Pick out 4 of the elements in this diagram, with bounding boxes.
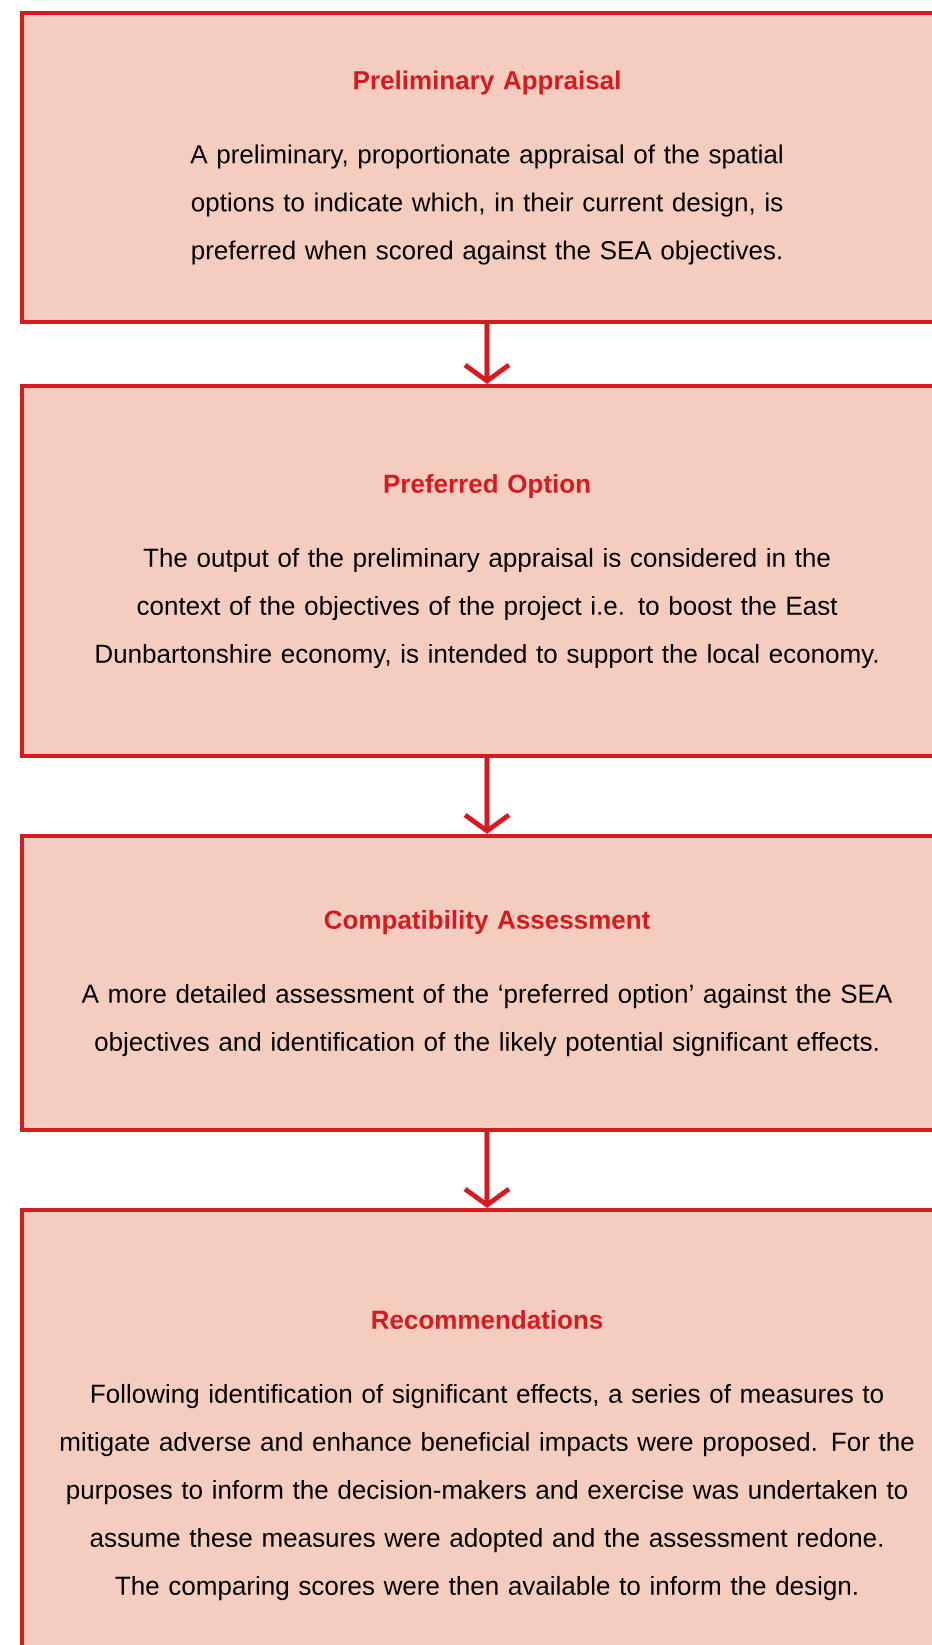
process-box: Preliminary Appraisal A preliminary, proportionate appraisal of the spatial options to indicate which, in their current design, is preferred when scored against the SEA objectives.	[20, 11, 932, 324]
process-box: Compatibility Assessment A more detailed assessment of the ‘preferred option’ against the SEA objectives and identification of the likely potential significant effects.	[20, 834, 932, 1132]
process-box: Preferred Option The output of the preliminary appraisal is considered in the context of the objectives of the project i.e. to boost the East Dunbartonshire economy, is intended to support the local economy.	[20, 384, 932, 758]
process-box: Recommendations Following identification of significant effects, a series of measures to mitigate adverse and enhance beneficial impacts were proposed. For the purposes to inform the decision-makers and exercise was undertaken to assume these measures were adopted and the assessment redone. The comparing scores were then available to inform the design.	[20, 1208, 932, 1645]
